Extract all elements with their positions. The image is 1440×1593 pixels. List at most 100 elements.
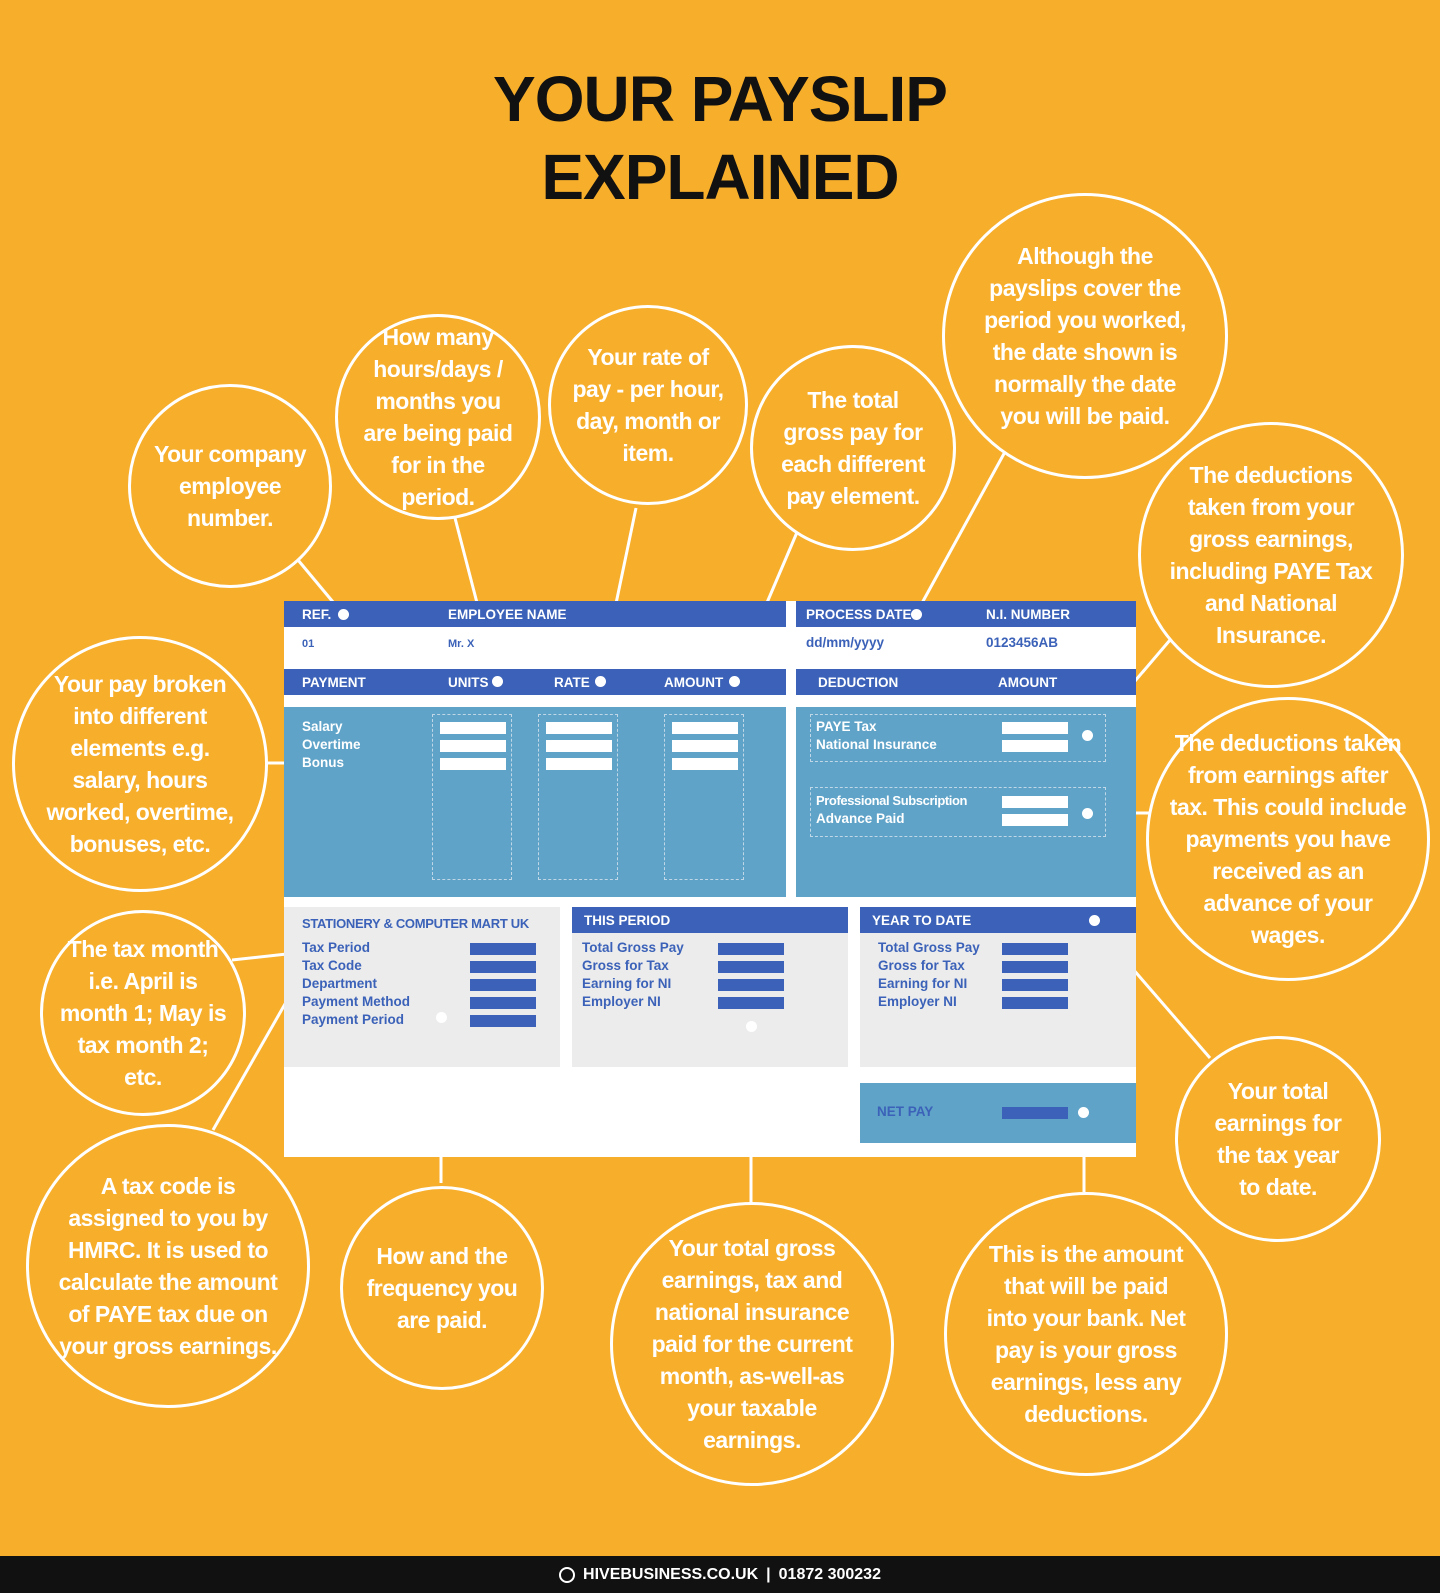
amount-field-2 (672, 740, 738, 752)
units-field-2 (440, 740, 506, 752)
amount-column (664, 714, 744, 880)
other-deductions-box (810, 787, 1106, 837)
this-period-field-2 (718, 961, 784, 973)
company-item-tax-period: Tax Period (302, 940, 371, 955)
company-name: STATIONERY & COMPUTER MART UK (302, 916, 529, 931)
footer-site[interactable]: HIVEBUSINESS.CO.UK (583, 1565, 759, 1583)
tax-deductions-box (810, 714, 1106, 762)
units-field-3 (440, 758, 506, 770)
year-to-date-title: YEAR TO DATE (872, 913, 972, 928)
callout-amount: The total gross pay for each different p… (750, 345, 956, 551)
tax-code-field (470, 961, 536, 973)
callout-rate: Your rate of pay - per hour, day, month … (548, 305, 748, 505)
advance-field (1002, 814, 1068, 826)
footer-separator: | (766, 1565, 771, 1583)
process-date-value: dd/mm/yyyy (806, 635, 885, 650)
callout-process-date: Although the payslips cover the period y… (942, 193, 1228, 479)
payment-header: PAYMENT (302, 675, 366, 690)
this-period-item-4: Employer NI (582, 994, 661, 1009)
ni-field (1002, 740, 1068, 752)
deduction-item-advance: Advance Paid (816, 811, 905, 826)
payment-body (284, 707, 786, 897)
this-period-marker (746, 1021, 757, 1032)
this-period-item-3: Earning for NI (582, 976, 672, 991)
process-date-marker (911, 609, 922, 620)
this-period-field-1 (718, 943, 784, 955)
title-line-1: YOUR PAYSLIP (493, 63, 948, 135)
company-item-payment-period: Payment Period (302, 1012, 405, 1027)
year-to-date-field-2 (1002, 961, 1068, 973)
deduction-item-paye: PAYE Tax (816, 719, 877, 734)
ref-header: REF. (302, 607, 332, 622)
units-column (432, 714, 512, 880)
net-pay-panel (860, 1083, 1136, 1143)
deduction-header: DEDUCTION (818, 675, 899, 690)
rate-marker (595, 676, 606, 687)
payment-method-field (470, 997, 536, 1009)
year-to-date-marker (1089, 915, 1100, 926)
net-pay-label: NET PAY (877, 1104, 934, 1119)
footer-phone[interactable]: 01872 300232 (778, 1565, 881, 1583)
payment-header-bar: PAYMENT UNITS RATE AMOUNT (284, 669, 786, 695)
tax-period-field (470, 943, 536, 955)
header-bar-left: REF. EMPLOYEE NAME (284, 601, 786, 627)
ni-number-value: 0123456AB (986, 635, 1059, 650)
year-to-date-panel (860, 907, 1136, 1067)
page-title: YOUR PAYSLIP EXPLAINED (0, 60, 1440, 216)
callout-tax-code: A tax code is assigned to you by HMRC. I… (26, 1124, 310, 1408)
callout-units: How many hours/days / months you are bei… (335, 314, 541, 520)
ref-value: 01 (302, 638, 315, 650)
this-period-item-2: Gross for Tax (582, 958, 669, 973)
company-item-department: Department (302, 976, 378, 991)
payslip: REF. EMPLOYEE NAME PROCESS DATE N.I. NUM… (284, 601, 1136, 1157)
paye-field (1002, 722, 1068, 734)
amount-field-3 (672, 758, 738, 770)
company-item-tax-code: Tax Code (302, 958, 362, 973)
this-period-field-4 (718, 997, 784, 1009)
callout-year-to-date: Your total earnings for the tax year to … (1175, 1036, 1381, 1242)
net-pay-marker (1078, 1107, 1089, 1118)
year-to-date-item-1: Total Gross Pay (878, 940, 980, 955)
year-to-date-field-1 (1002, 943, 1068, 955)
this-period-item-1: Total Gross Pay (582, 940, 684, 955)
rate-column (538, 714, 618, 880)
amount-field-1 (672, 722, 738, 734)
callout-payment-method: How and the frequency you are paid. (340, 1186, 544, 1390)
rate-field-1 (546, 722, 612, 734)
this-period-header: THIS PERIOD (572, 907, 848, 933)
year-to-date-item-3: Earning for NI (878, 976, 968, 991)
process-date-header: PROCESS DATE (806, 607, 912, 622)
year-to-date-field-3 (1002, 979, 1068, 991)
other-deductions-marker (1082, 808, 1093, 819)
deduction-item-subscription: Professional Subscription (816, 793, 968, 808)
header-bar-right: PROCESS DATE N.I. NUMBER (796, 601, 1136, 627)
units-header: UNITS (448, 675, 489, 690)
net-pay-field (1002, 1107, 1068, 1119)
footer: HIVEBUSINESS.CO.UK | 01872 300232 (0, 1556, 1440, 1593)
payment-item-salary: Salary (302, 719, 343, 734)
rate-field-2 (546, 740, 612, 752)
this-period-title: THIS PERIOD (584, 913, 671, 928)
deduction-body (796, 707, 1136, 897)
callout-tax-month: The tax month i.e. April is month 1; May… (40, 910, 246, 1116)
rate-field-3 (546, 758, 612, 770)
subscription-field (1002, 796, 1068, 808)
employee-name-header: EMPLOYEE NAME (448, 607, 567, 622)
payment-item-overtime: Overtime (302, 737, 361, 752)
payment-item-bonus: Bonus (302, 755, 344, 770)
company-item-payment-method: Payment Method (302, 994, 411, 1009)
callout-after-tax: The deductions taken from earnings after… (1146, 697, 1430, 981)
rate-header: RATE (554, 675, 590, 690)
payment-period-marker (436, 1012, 447, 1023)
year-to-date-item-2: Gross for Tax (878, 958, 965, 973)
callout-payment-elements: Your pay broken into different elements … (12, 636, 268, 892)
ni-number-header: N.I. NUMBER (986, 607, 1070, 622)
deduction-item-ni: National Insurance (816, 737, 937, 752)
amount-marker (729, 676, 740, 687)
amount-header: AMOUNT (664, 675, 724, 690)
payment-period-field (470, 1015, 536, 1027)
units-marker (492, 676, 503, 687)
department-field (470, 979, 536, 991)
callout-this-period: Your total gross earnings, tax and natio… (610, 1202, 894, 1486)
callout-net-pay: This is the amount that will be paid int… (944, 1192, 1228, 1476)
